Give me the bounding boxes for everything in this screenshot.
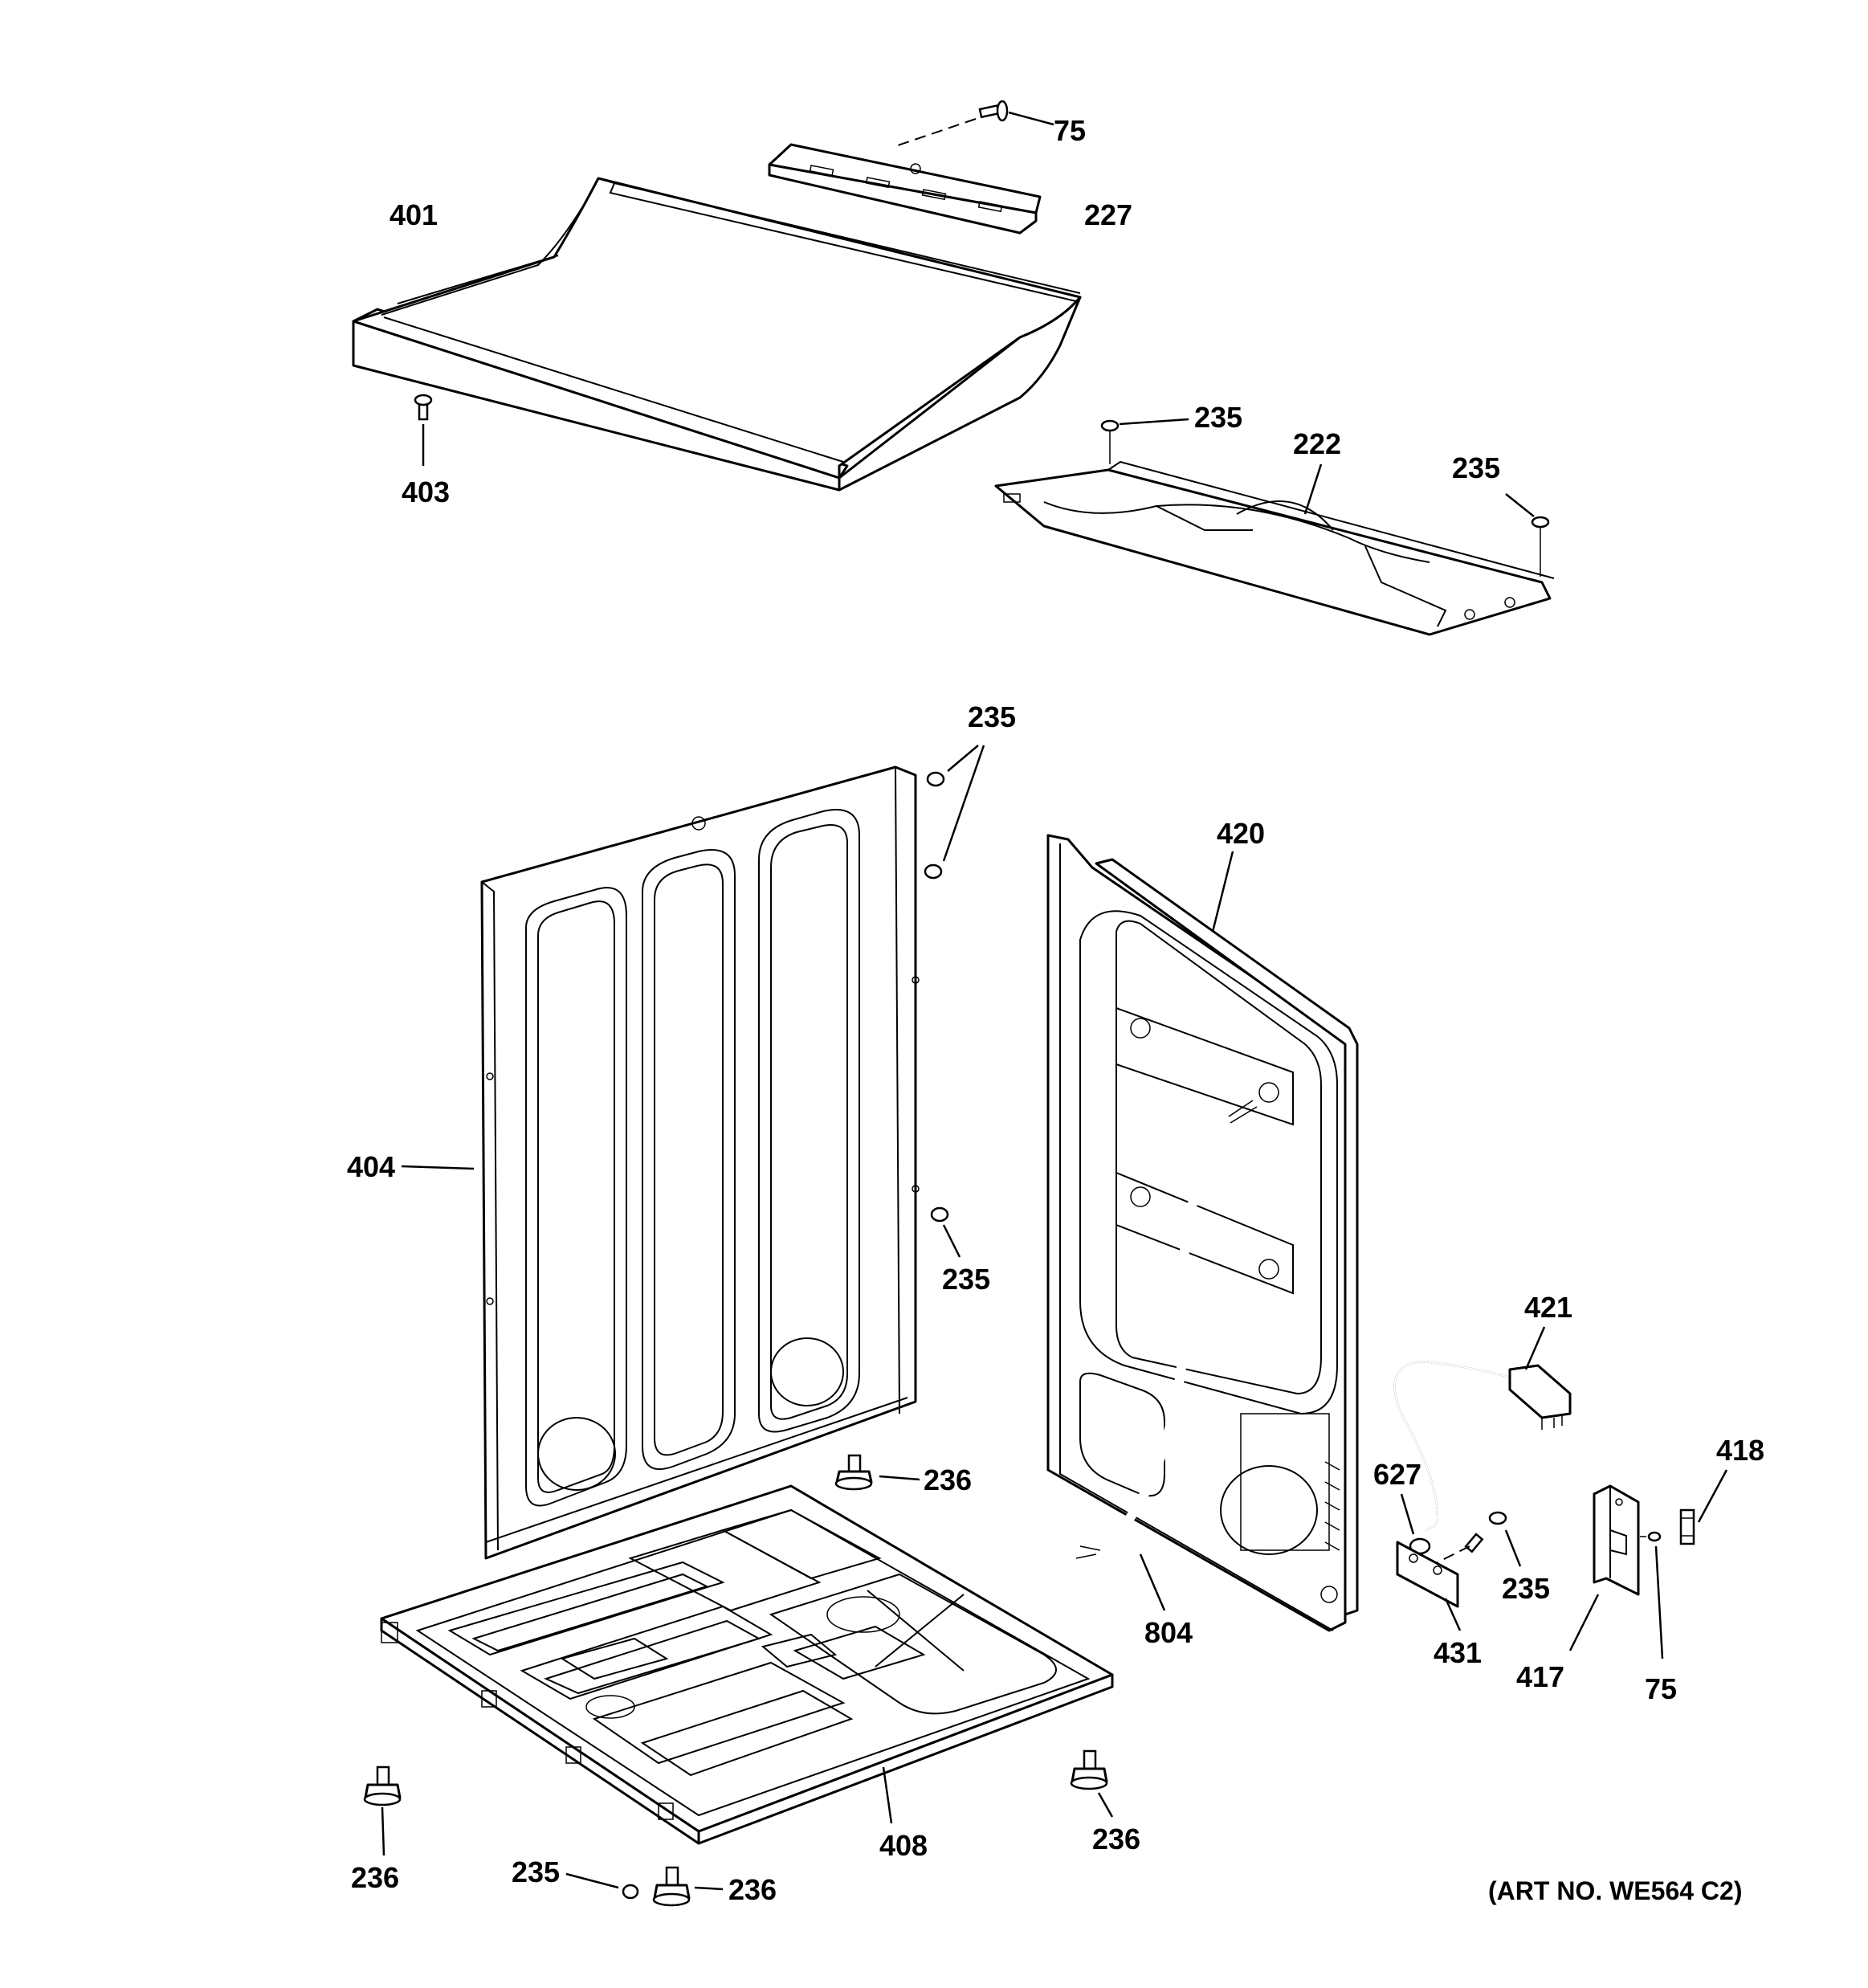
screw-75-side (1640, 1531, 1664, 1659)
leader-222 (1303, 463, 1323, 515)
bracket-431 (1396, 1541, 1462, 1631)
label-408: 408 (879, 1829, 928, 1862)
label-227: 227 (1084, 198, 1132, 231)
screw-235-side-bottom (930, 1206, 961, 1258)
side-panel-404 (480, 765, 920, 1560)
harness-804 (1075, 1100, 1258, 1611)
label-403: 403 (402, 476, 450, 508)
screw-403 (414, 394, 433, 466)
label-627: 627 (1373, 1458, 1421, 1491)
label-235-side-bottom: 235 (942, 1263, 990, 1296)
back-panel-420 (1046, 834, 1359, 1632)
top-panel-401 (352, 177, 1082, 492)
power-cord-421 (1393, 1326, 1572, 1531)
label-75-top: 75 (1054, 114, 1086, 147)
rail-222 (994, 460, 1555, 636)
leg-236-bottom (652, 1866, 724, 1907)
label-420: 420 (1217, 817, 1265, 850)
label-235-cord: 235 (1502, 1572, 1550, 1605)
leader-408 (882, 1766, 893, 1824)
leg-236-right (1070, 1749, 1114, 1818)
screw-235-rail-left (1100, 418, 1189, 464)
art-number: (ART NO. WE564 C2) (1488, 1876, 1742, 1905)
label-75-side: 75 (1645, 1672, 1677, 1705)
leg-236-top (834, 1454, 920, 1491)
label-236-top: 236 (924, 1463, 972, 1496)
screw-235-side-top (924, 745, 985, 880)
label-235-rail-right: 235 (1452, 451, 1500, 484)
label-236-bottom: 236 (728, 1873, 777, 1906)
screw-75-top (895, 100, 1054, 147)
label-804: 804 (1144, 1616, 1193, 1649)
label-401: 401 (390, 198, 438, 231)
label-235-side-top: 235 (968, 700, 1016, 733)
label-418: 418 (1716, 1434, 1764, 1467)
label-417: 417 (1516, 1660, 1564, 1693)
label-236-left: 236 (351, 1861, 399, 1894)
screw-235-bottom (565, 1872, 639, 1900)
label-431: 431 (1434, 1636, 1482, 1669)
leg-236-left (363, 1766, 402, 1856)
cover-417 (1568, 1484, 1640, 1651)
fuse-418 (1679, 1469, 1728, 1545)
bracket-227 (768, 143, 1042, 235)
base-408 (380, 1484, 1114, 1845)
screw-235-cord (1437, 1511, 1522, 1567)
label-236-right: 236 (1092, 1823, 1140, 1855)
label-222: 222 (1293, 427, 1341, 460)
leader-420 (1211, 851, 1234, 933)
leader-404 (401, 1165, 475, 1170)
screw-235-rail-right (1505, 493, 1550, 577)
grommet-627 (1400, 1493, 1431, 1555)
label-235-bottom: 235 (512, 1855, 560, 1888)
label-421: 421 (1524, 1291, 1572, 1324)
label-404: 404 (347, 1150, 395, 1183)
label-235-rail-left: 235 (1194, 401, 1242, 434)
